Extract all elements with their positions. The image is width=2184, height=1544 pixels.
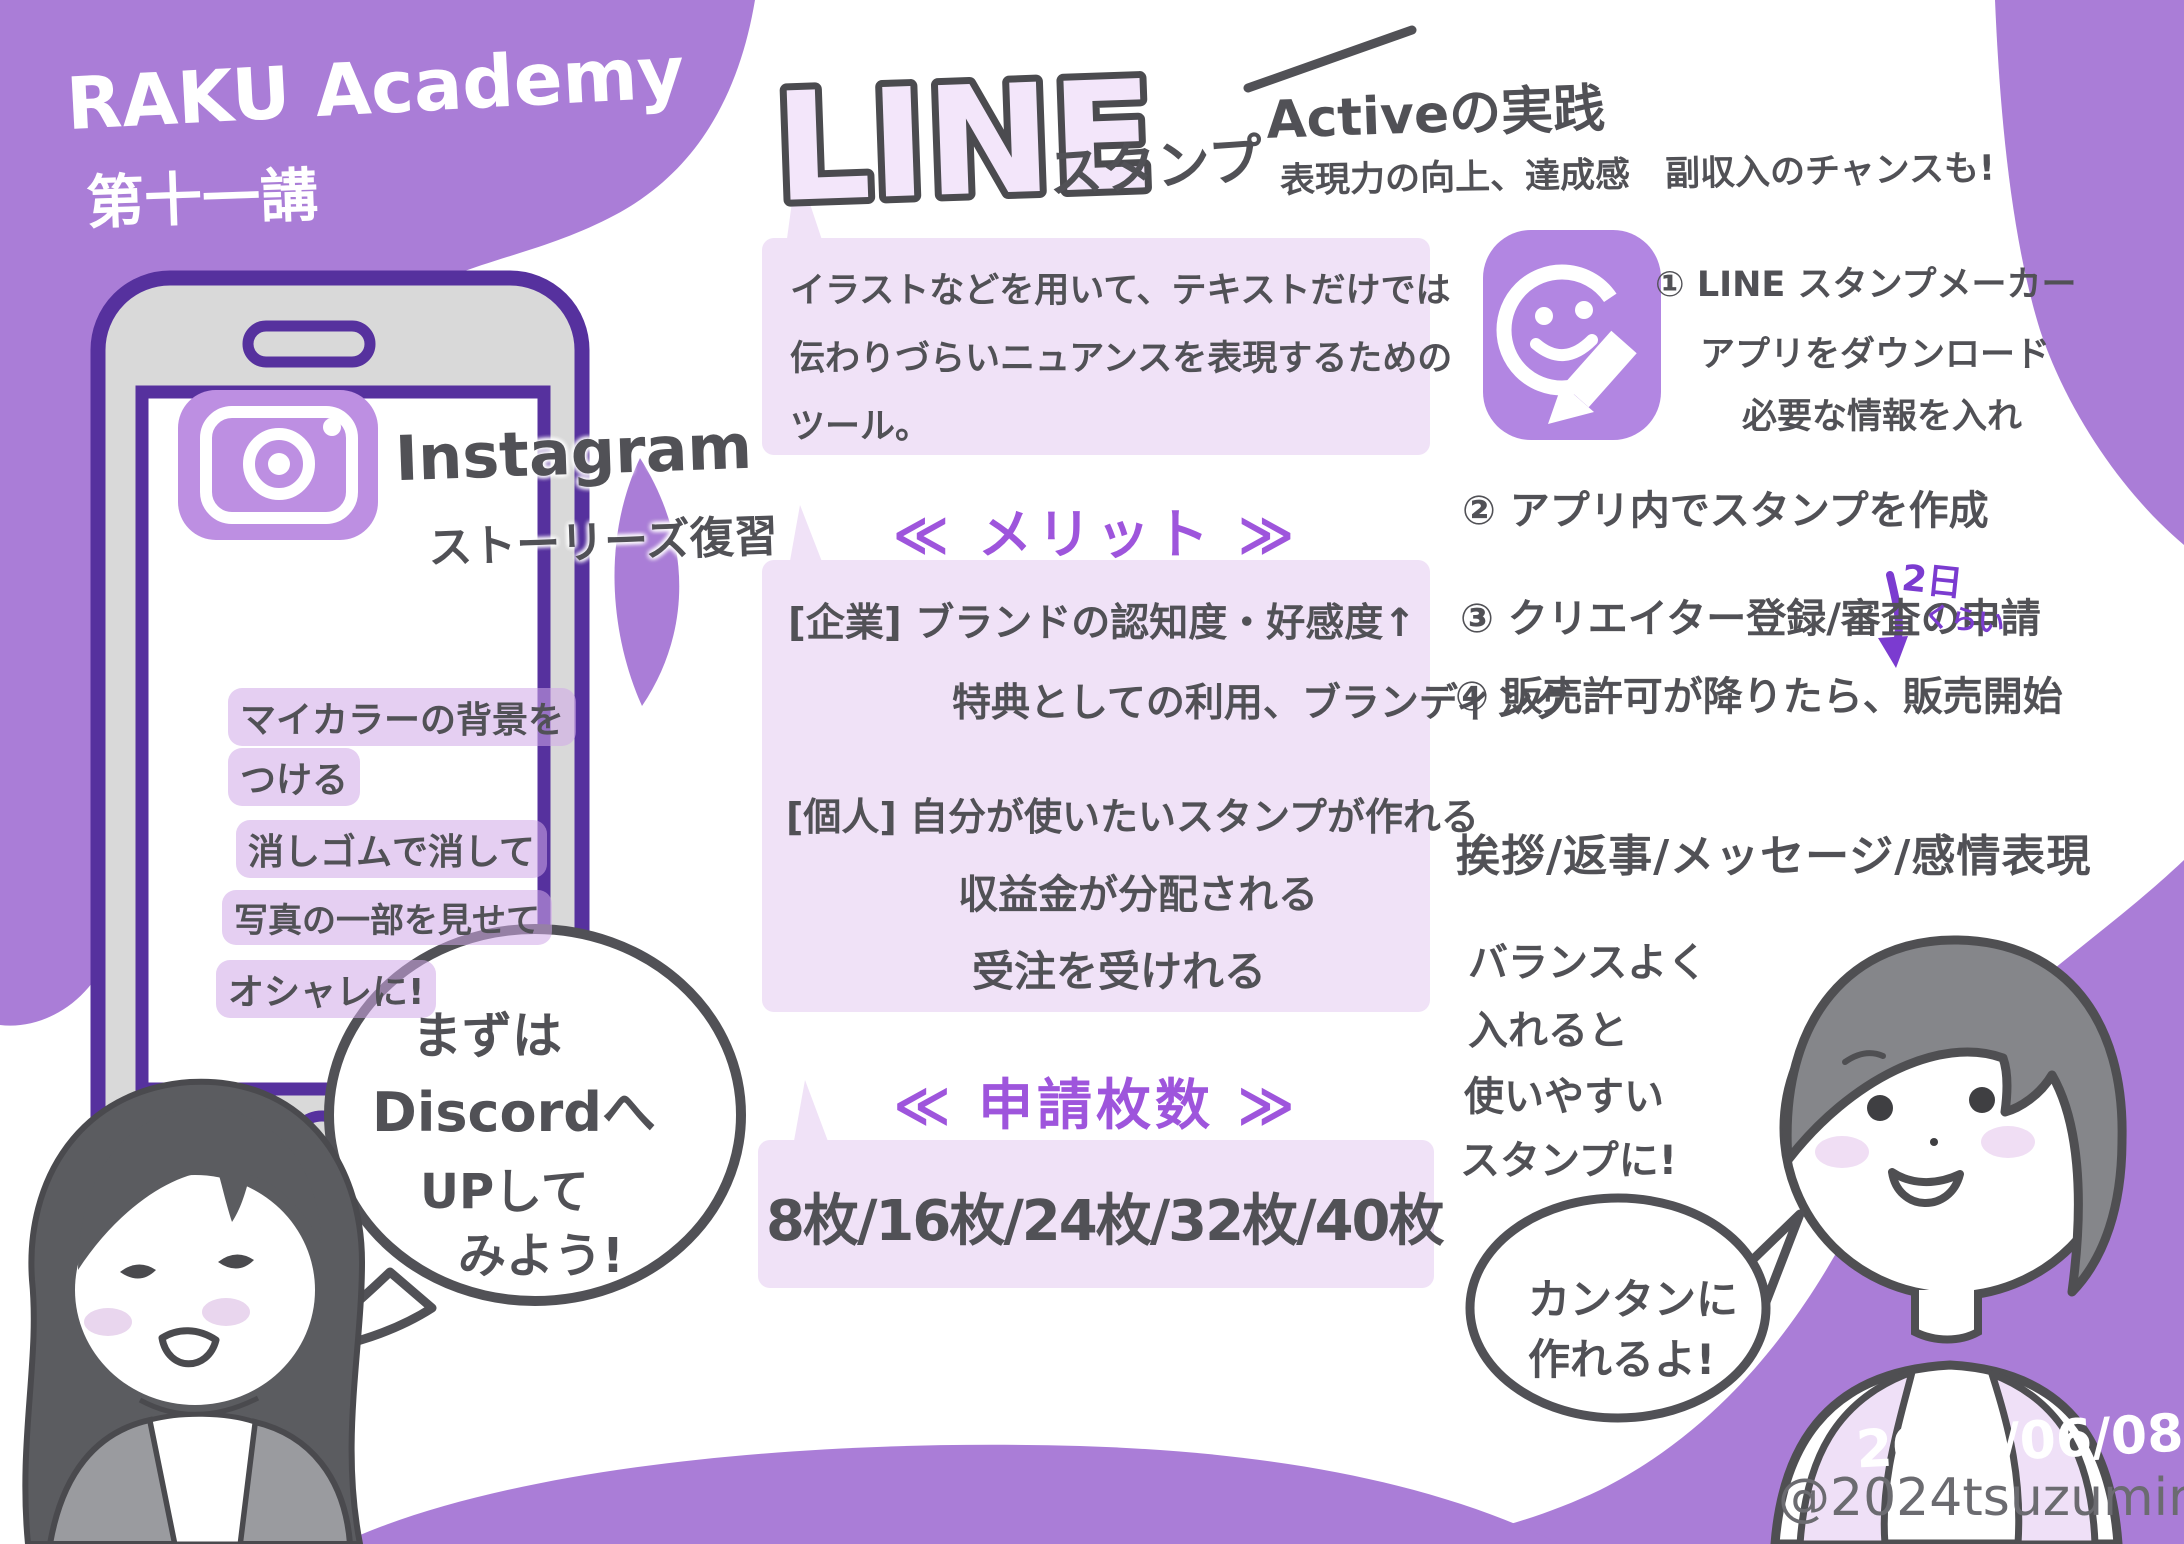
sheets-value: 8枚/16枚/24枚/32枚/40枚 bbox=[766, 1189, 1445, 1254]
merit-heading: ≪ メリット ≫ bbox=[892, 503, 1300, 566]
phone-speaker bbox=[242, 320, 376, 368]
lavender-panels bbox=[758, 165, 1434, 1288]
stamp-maker-app-icon bbox=[1483, 230, 1661, 440]
merit-line: 収益金が分配される bbox=[958, 872, 1318, 918]
phone-note: つける bbox=[228, 748, 361, 806]
line-title: LINE bbox=[772, 49, 1157, 236]
discord-line: UPして bbox=[420, 1164, 589, 1220]
merit-panel bbox=[762, 560, 1430, 1012]
description-panel bbox=[762, 238, 1430, 455]
step-1-line: ① LINE スタンプメーカー bbox=[1655, 265, 2077, 305]
line-title-lettering: LINE bbox=[765, 42, 1164, 243]
step-3: ③ クリエイター登録/審査の申請 bbox=[1460, 596, 2041, 642]
kantan-line: カンタンに bbox=[1528, 1275, 1739, 1324]
description-line: ツール。 bbox=[790, 407, 931, 447]
merit-line: [個人] 自分が使いたいスタンプが作れる bbox=[786, 795, 1479, 839]
instagram-subtitle: ストーリーズ復習 bbox=[427, 510, 779, 575]
merit-line: 特典としての利用、ブランディング bbox=[952, 681, 1573, 726]
step-3-note: くらい bbox=[1922, 600, 2007, 641]
phone-note: マイカラーの背景を bbox=[228, 688, 577, 746]
sheets-heading: ≪ 申請枚数 ≫ bbox=[893, 1073, 1299, 1137]
lecture-number: 第十一講 bbox=[85, 160, 320, 238]
description-line: イラストなどを用いて、テキストだけでは bbox=[790, 271, 1451, 311]
step-1-line: アプリをダウンロード bbox=[1700, 335, 2051, 375]
merit-line: 受注を受けれる bbox=[972, 947, 1267, 996]
line-title-suffix: スタンプ bbox=[1046, 127, 1265, 206]
author-handle: @2024tsuzuminao bbox=[1778, 1468, 2184, 1528]
woman-character bbox=[22, 1078, 366, 1544]
kantan-speech-bubble bbox=[1465, 1193, 1805, 1423]
usage-line: バランスよく bbox=[1468, 940, 1708, 986]
review-duration-arrow bbox=[1878, 571, 1908, 668]
usage-title: 挨拶/返事/メッセージ/感情表現 bbox=[1456, 831, 2092, 882]
discord-line: まずは bbox=[412, 1007, 562, 1065]
usage-line: スタンプに! bbox=[1460, 1138, 1678, 1184]
usage-line: 入れると bbox=[1468, 1008, 1628, 1054]
instagram-icon bbox=[178, 390, 378, 540]
discord-line: みよう! bbox=[458, 1228, 624, 1284]
active-underline bbox=[1243, 25, 1417, 93]
active-title: Activeの実践 bbox=[1265, 79, 1607, 151]
phone-note: オシャレに! bbox=[216, 960, 437, 1018]
step-1-line: 必要な情報を入れ bbox=[1742, 397, 2023, 437]
phone-note: 消しゴムで消して bbox=[236, 820, 547, 878]
step-2: ② アプリ内でスタンプを作成 bbox=[1462, 488, 1989, 534]
phone-note: 写真の一部を見せて bbox=[222, 890, 552, 945]
usage-line: 使いやすい bbox=[1464, 1074, 1664, 1120]
merit-line: [企業] ブランドの認知度・好感度↑ bbox=[788, 601, 1416, 646]
sheets-panel bbox=[758, 1140, 1434, 1288]
description-line: 伝わりづらいニュアンスを表現するための bbox=[790, 339, 1453, 379]
discord-line: Discordへ bbox=[372, 1081, 656, 1144]
instagram-title: Instagram bbox=[393, 409, 754, 496]
step-4: ④ 販売許可が降りたら、販売開始 bbox=[1455, 674, 2063, 720]
kantan-line: 作れるよ! bbox=[1528, 1335, 1716, 1384]
creator-character bbox=[1770, 935, 2127, 1544]
